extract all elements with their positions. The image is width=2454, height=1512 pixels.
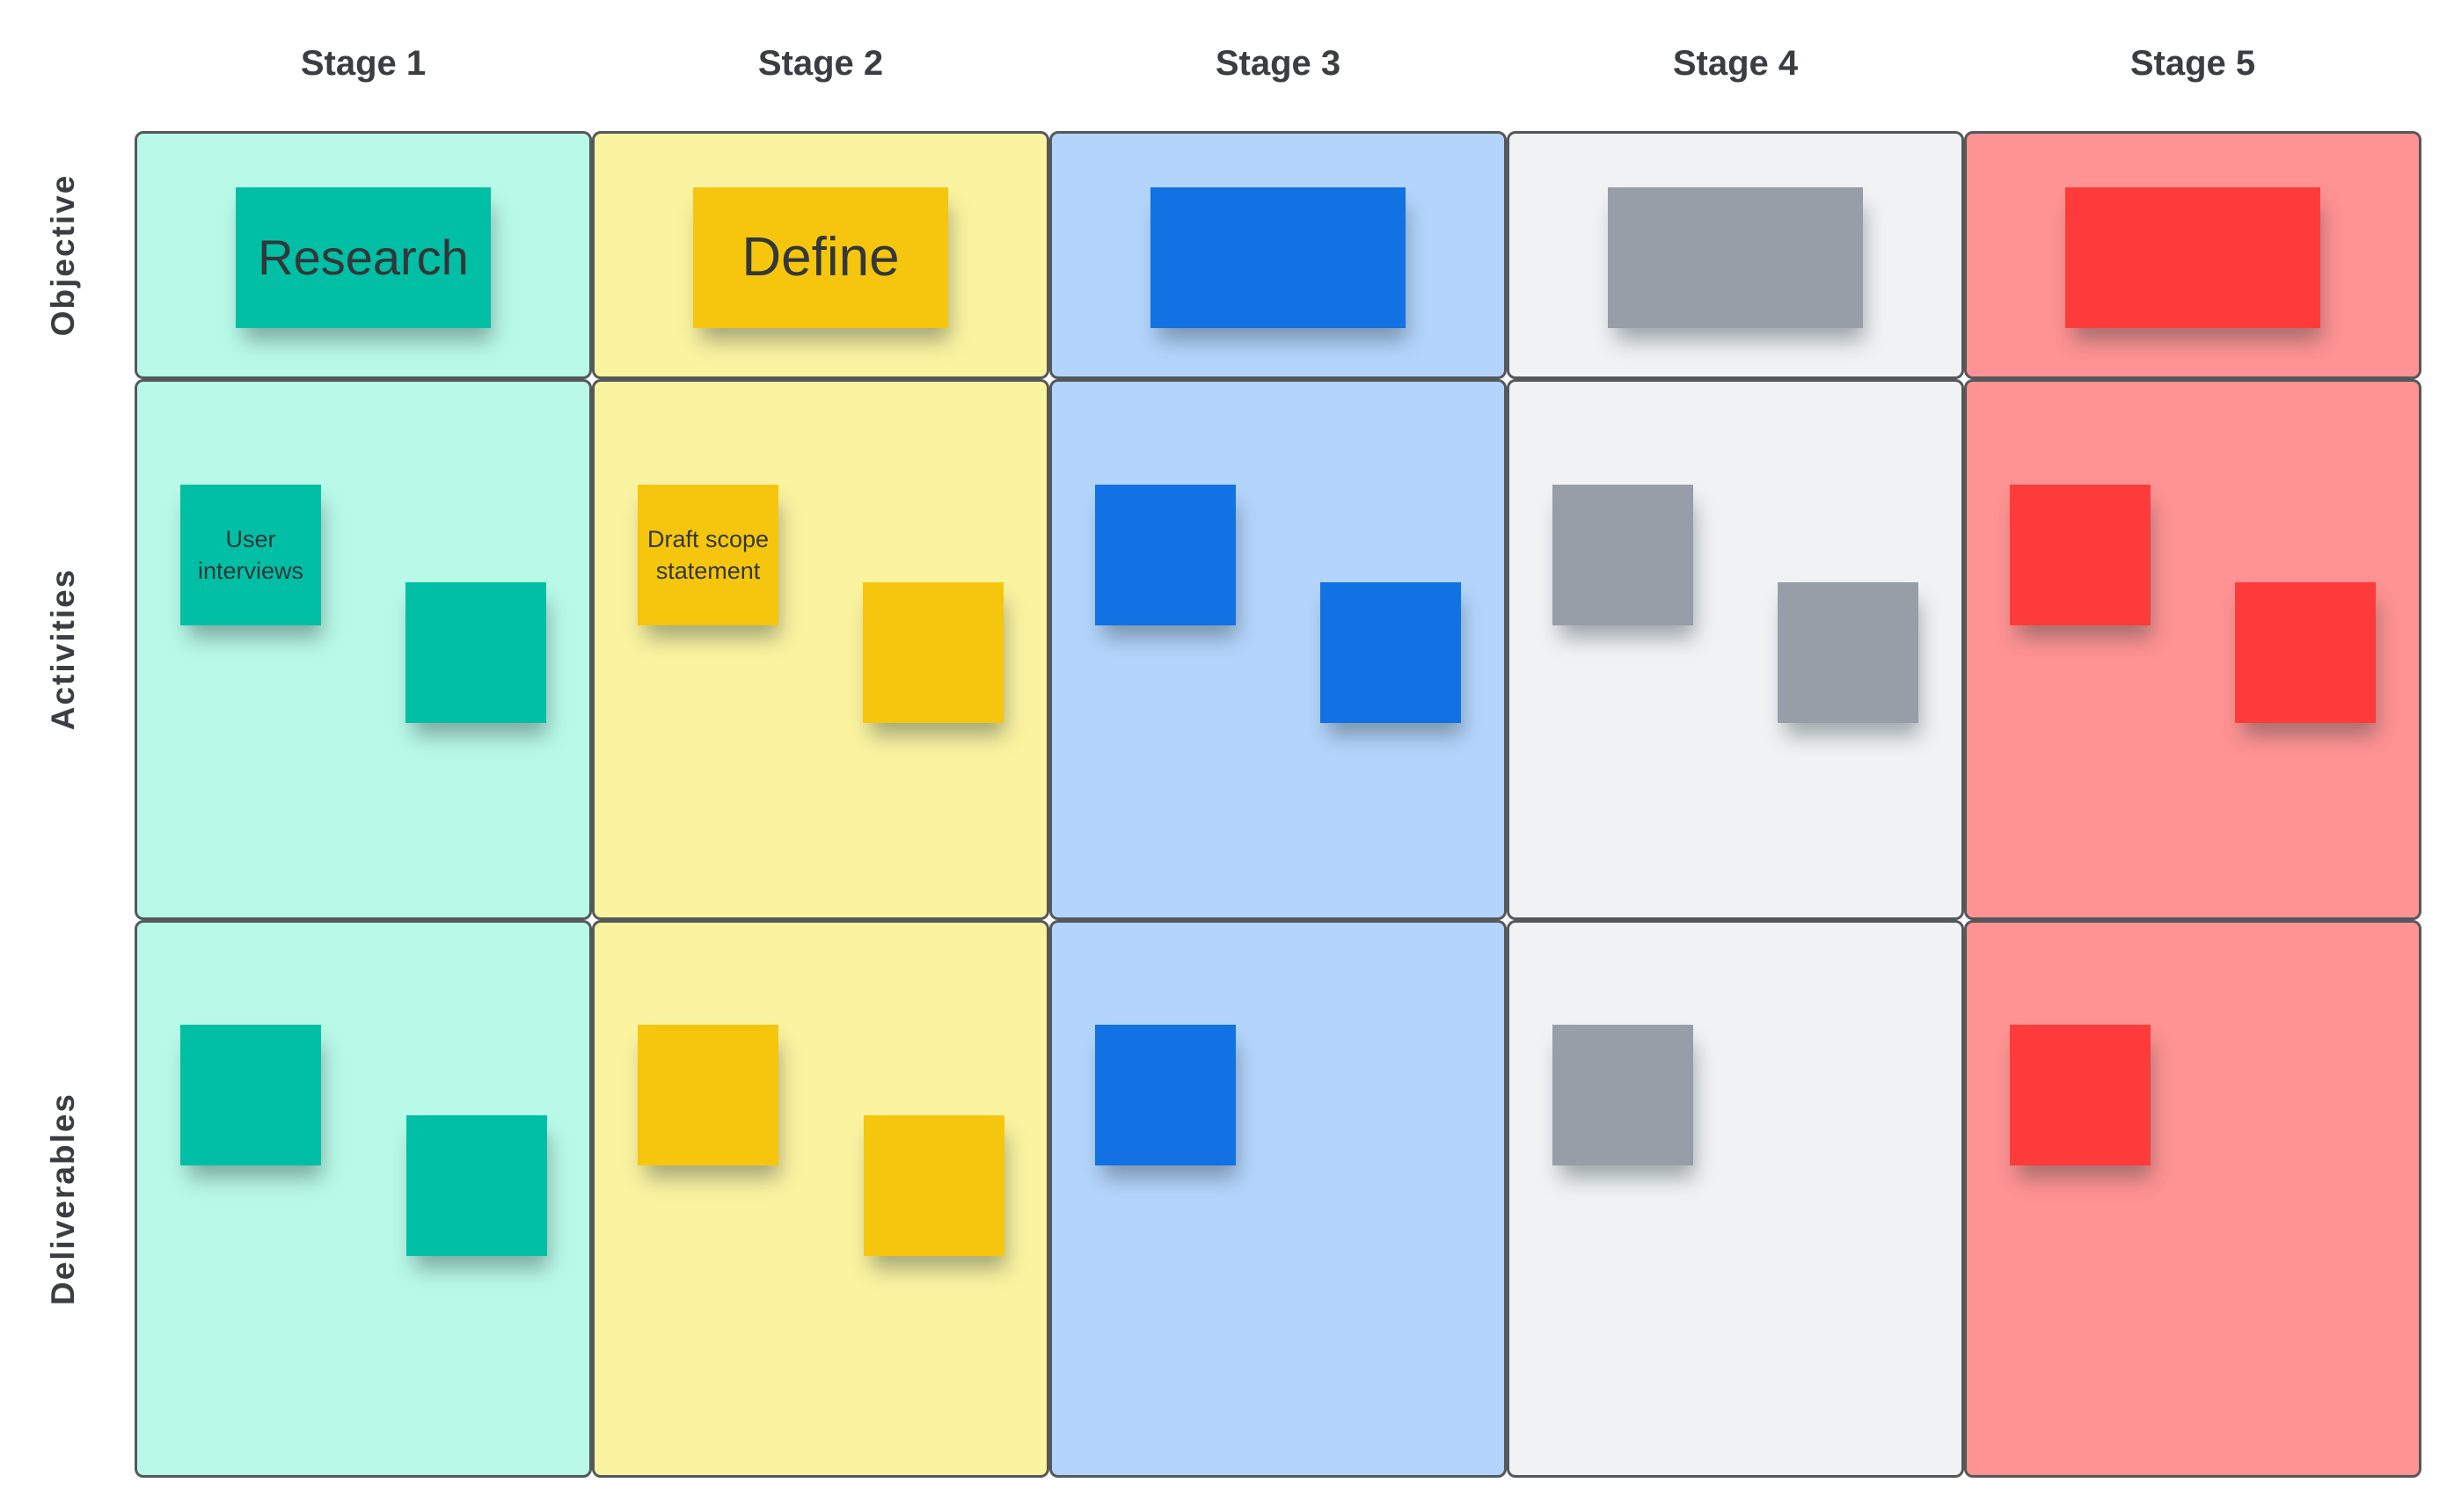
sticky-note[interactable] bbox=[405, 582, 546, 723]
sticky-note[interactable] bbox=[1150, 187, 1406, 328]
cell-objective-stage3[interactable] bbox=[1049, 131, 1507, 379]
cell-objective-stage2[interactable]: Define bbox=[592, 131, 1049, 379]
sticky-note[interactable] bbox=[2065, 187, 2320, 328]
sticky-note-user-interviews[interactable]: User interviews bbox=[180, 485, 321, 625]
cell-activities-stage2[interactable]: Draft scope statement bbox=[592, 379, 1049, 920]
sticky-note-draft-scope-statement[interactable]: Draft scope statement bbox=[638, 485, 778, 625]
cell-activities-stage5[interactable] bbox=[1964, 379, 2421, 920]
stage-1-header: Stage 1 bbox=[300, 44, 427, 83]
sticky-note[interactable] bbox=[2235, 582, 2376, 723]
stage-2-header: Stage 2 bbox=[757, 44, 884, 83]
sticky-note-research[interactable]: Research bbox=[236, 187, 491, 328]
stage-3-header: Stage 3 bbox=[1215, 44, 1341, 83]
cell-deliverables-stage1[interactable] bbox=[135, 920, 592, 1478]
sticky-note[interactable] bbox=[1552, 485, 1693, 625]
sticky-note[interactable] bbox=[1608, 187, 1863, 328]
cell-objective-stage5[interactable] bbox=[1964, 131, 2421, 379]
sticky-note[interactable] bbox=[863, 582, 1004, 723]
sticky-note[interactable] bbox=[1778, 582, 1918, 723]
cell-activities-stage3[interactable] bbox=[1049, 379, 1507, 920]
cell-deliverables-stage5[interactable] bbox=[1964, 920, 2421, 1478]
cell-activities-stage1[interactable]: User interviews bbox=[135, 379, 592, 920]
sticky-note[interactable] bbox=[2010, 1025, 2151, 1165]
sticky-note[interactable] bbox=[2010, 485, 2151, 625]
cell-deliverables-stage3[interactable] bbox=[1049, 920, 1507, 1478]
stage-4-header: Stage 4 bbox=[1672, 44, 1799, 83]
sticky-note-define[interactable]: Define bbox=[693, 187, 948, 328]
sticky-note[interactable] bbox=[1095, 1025, 1236, 1165]
sticky-note[interactable] bbox=[1095, 485, 1236, 625]
sticky-note[interactable] bbox=[1320, 582, 1461, 723]
cell-activities-stage4[interactable] bbox=[1507, 379, 1964, 920]
stage-5-header: Stage 5 bbox=[2129, 44, 2256, 83]
sticky-note[interactable] bbox=[864, 1115, 1004, 1256]
cell-deliverables-stage4[interactable] bbox=[1507, 920, 1964, 1478]
sticky-note[interactable] bbox=[638, 1025, 778, 1165]
sticky-note[interactable] bbox=[1552, 1025, 1693, 1165]
cell-objective-stage4[interactable] bbox=[1507, 131, 1964, 379]
sticky-note[interactable] bbox=[406, 1115, 547, 1256]
cell-objective-stage1[interactable]: Research bbox=[135, 131, 592, 379]
sticky-note[interactable] bbox=[180, 1025, 321, 1165]
cell-deliverables-stage2[interactable] bbox=[592, 920, 1049, 1478]
